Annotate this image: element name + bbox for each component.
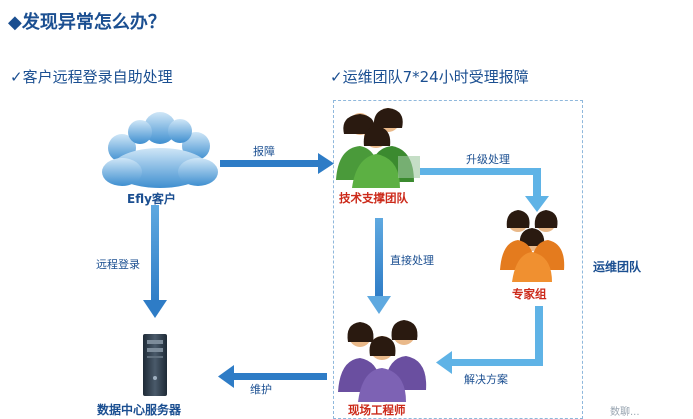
ops-team-label: 运维团队	[593, 260, 642, 274]
arrow-solution	[436, 306, 543, 374]
field-engineer-label: 现场工程师	[348, 403, 406, 417]
watermark: 数聊...	[610, 407, 640, 418]
edge-label-solution: 解决方案	[464, 373, 508, 386]
arrow-report	[220, 153, 334, 174]
page-title: ◆发现异常怎么办？	[8, 12, 166, 33]
support-team-icon	[336, 108, 420, 188]
server-icon	[143, 334, 167, 396]
arrow-remote-login	[143, 205, 167, 318]
client-people-icon	[102, 112, 218, 188]
right-heading: ✓运维团队7*24小时受理报障	[330, 68, 529, 86]
edge-label-escalate: 升级处理	[466, 153, 510, 166]
arrow-escalate	[420, 168, 549, 212]
client-label: Efly客户	[127, 192, 176, 206]
expert-group-label: 专家组	[512, 287, 547, 301]
support-team-label: 技术支撑团队	[339, 191, 408, 205]
edge-label-report: 报障	[253, 145, 275, 158]
field-engineer-icon	[338, 320, 427, 402]
edge-label-direct-handle: 直接处理	[390, 254, 434, 267]
expert-group-icon	[500, 210, 565, 282]
datacenter-label: 数据中心服务器	[97, 403, 182, 417]
edge-label-maintain: 维护	[250, 383, 272, 396]
arrow-maintain	[218, 365, 327, 388]
edge-label-remote-login: 远程登录	[96, 258, 140, 271]
arrow-direct-handle	[367, 218, 391, 314]
left-heading: ✓客户远程登录自助处理	[10, 68, 173, 86]
